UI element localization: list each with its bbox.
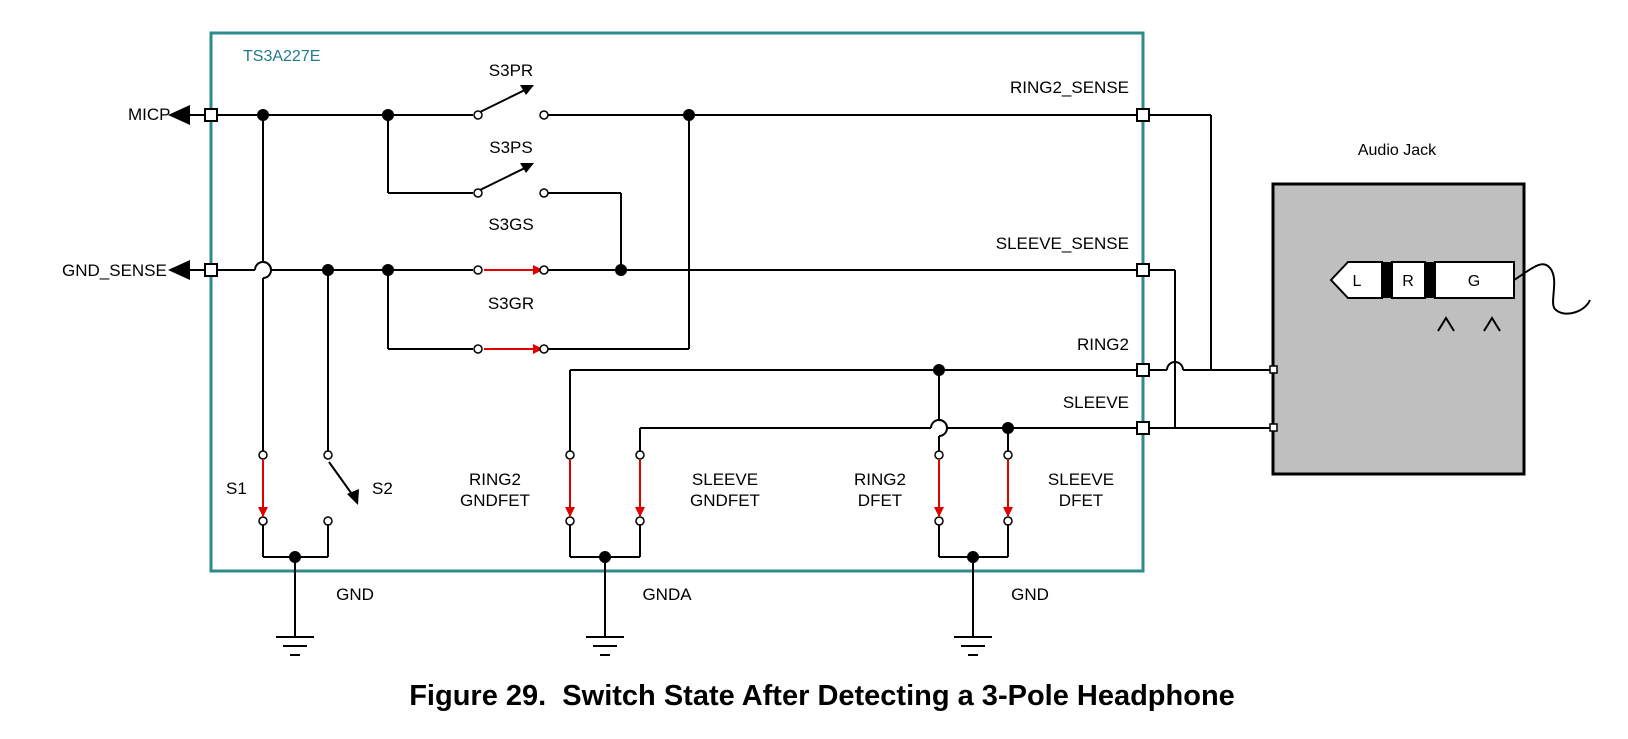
ring2-dfet-line2: DFET	[858, 491, 902, 510]
ring2-sense-label: RING2_SENSE	[1010, 78, 1129, 97]
right-pins	[1136, 108, 1150, 435]
micp-label: MICP	[128, 105, 171, 124]
gnd-left-net	[262, 525, 329, 656]
sleeve-dfet-line2: DFET	[1059, 491, 1103, 510]
ring2-gndfet-line2: GNDFET	[460, 491, 530, 510]
s3pr-arrow-icon	[520, 85, 534, 95]
figure-caption: Figure 29. Switch State After Detecting …	[409, 680, 1235, 712]
s2-arrow-icon	[347, 489, 359, 505]
micp-net	[216, 87, 1137, 451]
jack-contact-g: G	[1468, 273, 1480, 290]
chip-name: TS3A227E	[243, 48, 320, 65]
sleeve-gndfet-line1: SLEEVE	[692, 470, 758, 489]
audio-jack-box	[1271, 182, 1526, 476]
ring2-label: RING2	[1077, 335, 1129, 354]
sleeve-label: SLEEVE	[1063, 393, 1129, 412]
sense-lines	[1149, 114, 1212, 428]
switch-terminals	[258, 110, 1013, 526]
s1-label: S1	[226, 479, 247, 498]
jack-contact-l: L	[1353, 273, 1362, 290]
audio-jack-title: Audio Jack	[1358, 142, 1437, 159]
ring2-dfet-line1: RING2	[854, 470, 906, 489]
micp-pin	[204, 108, 218, 122]
chip-outline	[209, 31, 1145, 573]
s3ps-label: S3PS	[489, 138, 532, 157]
audio-jack-plug	[1329, 261, 1591, 332]
jack-contact-r: R	[1402, 273, 1414, 290]
s3pr-label: S3PR	[489, 61, 533, 80]
sleeve-gndfet-line2: GNDFET	[690, 491, 760, 510]
micp-arrow-icon	[168, 105, 190, 125]
gnda-label: GNDA	[642, 585, 692, 604]
gnd-sense-pin	[204, 263, 218, 277]
gnd-left-label: GND	[336, 585, 374, 604]
sleeve-dfet-line1: SLEEVE	[1048, 470, 1114, 489]
gnd-lower-nets	[569, 525, 1009, 656]
s3gr-label: S3GR	[488, 294, 534, 313]
s3ps-arrow-icon	[520, 163, 534, 173]
junction-dots	[257, 109, 1014, 563]
gnd-sense-net	[216, 261, 1137, 498]
gnd-right-label: GND	[1011, 585, 1049, 604]
sleeve-sense-label: SLEEVE_SENSE	[996, 234, 1129, 253]
s3gs-label: S3GS	[488, 215, 533, 234]
gnd-sense-label: GND_SENSE	[62, 261, 167, 280]
s2-label: S2	[372, 479, 393, 498]
ring2-gndfet-line1: RING2	[469, 470, 521, 489]
gnd-sense-arrow-icon	[168, 260, 190, 280]
